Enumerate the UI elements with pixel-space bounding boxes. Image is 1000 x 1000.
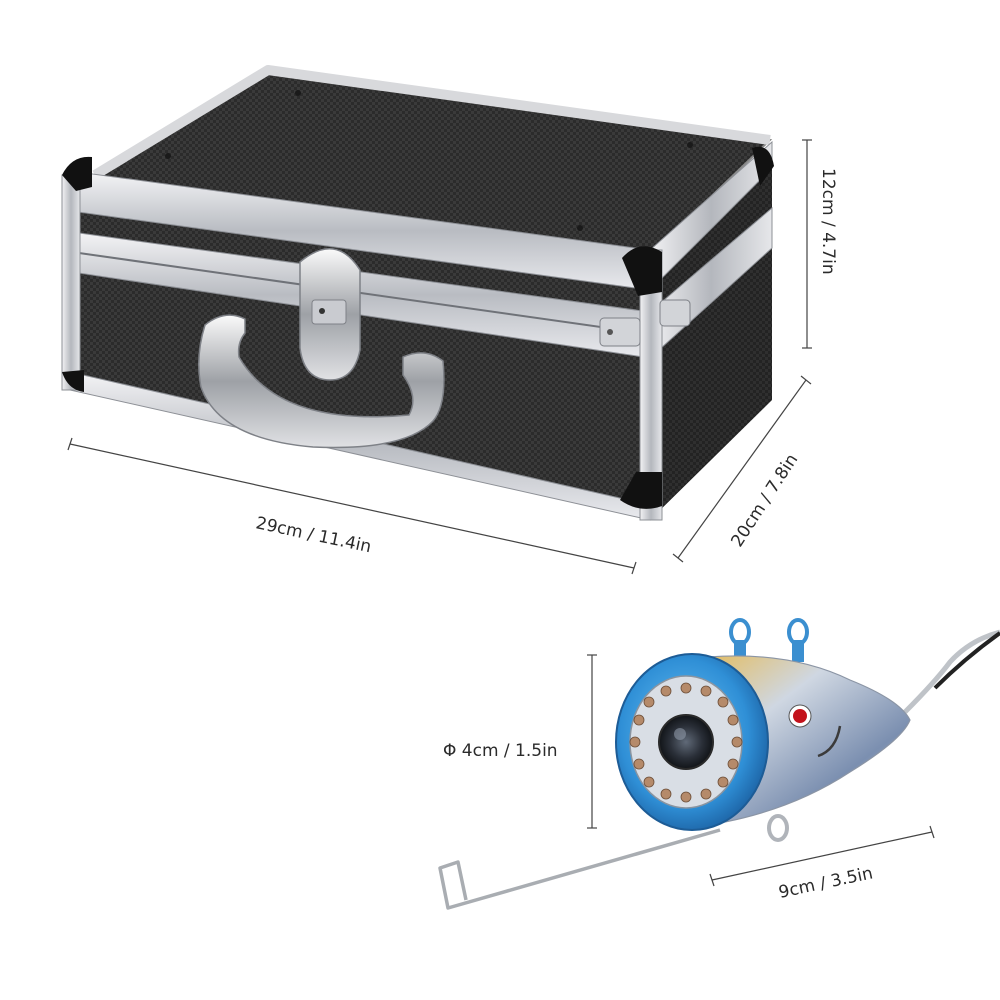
carrying-case: [61, 65, 774, 521]
case-width-label: 29cm / 11.4in: [254, 513, 373, 557]
camera-diameter-dimension: Φ 4cm / 1.5in: [443, 654, 597, 829]
case-lock: [299, 248, 361, 381]
underwater-camera: [438, 618, 1000, 910]
camera-stand-wire: [438, 828, 721, 910]
camera-diameter-label: Φ 4cm / 1.5in: [443, 741, 558, 761]
case-handle: [198, 314, 445, 449]
case-height-label: 12cm / 4.7in: [818, 168, 838, 275]
camera-led-ring: [629, 682, 743, 803]
camera-lens: [658, 714, 714, 770]
case-depth-label: 20cm / 7.8in: [727, 450, 802, 550]
camera-length-label: 9cm / 3.5in: [777, 863, 875, 902]
camera-length-dimension: 9cm / 3.5in: [709, 825, 935, 903]
camera-cable: [903, 629, 1000, 714]
case-height-dimension: 12cm / 4.7in: [802, 139, 838, 349]
